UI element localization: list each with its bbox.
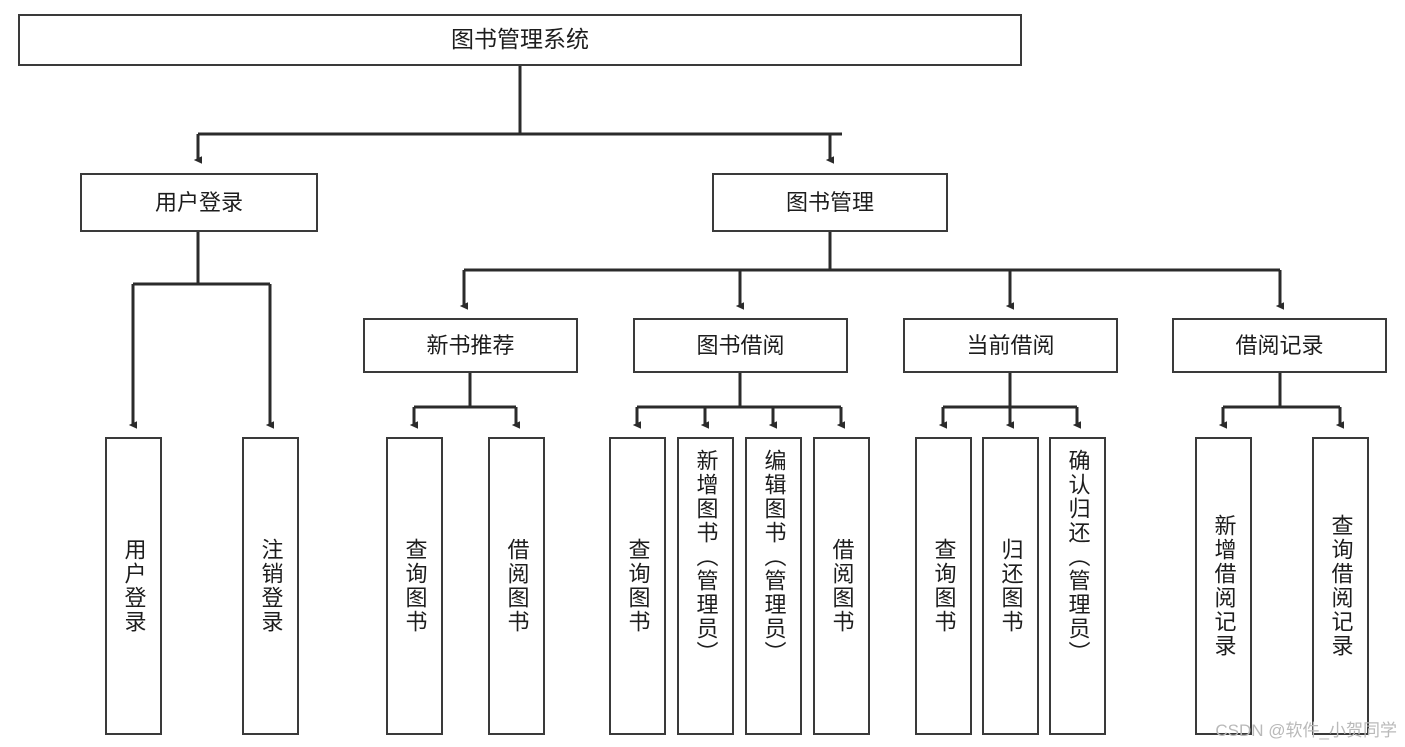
node-label: 归还图书 <box>998 538 1024 634</box>
leaf-record-query-borrow-record[interactable]: 查询借阅记录 <box>1312 437 1369 735</box>
node-label: 新书推荐 <box>426 332 515 358</box>
node-label: 图书借阅 <box>696 332 785 358</box>
node-label: 借阅图书 <box>829 538 855 634</box>
node-borrowing-record[interactable]: 借阅记录 <box>1172 318 1387 373</box>
node-label: 新增图书（管理员） <box>693 449 719 665</box>
node-user-login[interactable]: 用户登录 <box>80 173 318 232</box>
leaf-current-return-book[interactable]: 归还图书 <box>982 437 1039 735</box>
node-label: 用户登录 <box>154 189 243 215</box>
node-label: 新增借阅记录 <box>1211 514 1237 658</box>
leaf-borrow-borrow-book[interactable]: 借阅图书 <box>813 437 870 735</box>
node-book-management[interactable]: 图书管理 <box>712 173 948 232</box>
node-label: 确认归还（管理员） <box>1065 449 1091 665</box>
node-label: 注销登录 <box>258 538 284 634</box>
node-label: 当前借阅 <box>966 332 1055 358</box>
node-label: 查询图书 <box>931 538 957 634</box>
leaf-borrow-add-book-admin[interactable]: 新增图书（管理员） <box>677 437 734 735</box>
node-label: 图书管理系统 <box>451 26 589 53</box>
node-root-system[interactable]: 图书管理系统 <box>18 14 1022 66</box>
leaf-borrow-query-book[interactable]: 查询图书 <box>609 437 666 735</box>
node-label: 编辑图书（管理员） <box>761 449 787 665</box>
leaf-recommend-query-book[interactable]: 查询图书 <box>386 437 443 735</box>
node-label: 借阅记录 <box>1235 332 1324 358</box>
leaf-record-add-borrow-record[interactable]: 新增借阅记录 <box>1195 437 1252 735</box>
csdn-watermark: CSDN @软件_小贺同学 <box>1215 721 1397 740</box>
node-new-book-recommendation[interactable]: 新书推荐 <box>363 318 578 373</box>
node-label: 图书管理 <box>785 189 874 215</box>
leaf-user-login[interactable]: 用户登录 <box>105 437 162 735</box>
leaf-current-query-book[interactable]: 查询图书 <box>915 437 972 735</box>
leaf-current-confirm-return-admin[interactable]: 确认归还（管理员） <box>1049 437 1106 735</box>
node-book-borrowing[interactable]: 图书借阅 <box>633 318 848 373</box>
node-label: 借阅图书 <box>504 538 530 634</box>
node-label: 查询图书 <box>625 538 651 634</box>
leaf-borrow-edit-book-admin[interactable]: 编辑图书（管理员） <box>745 437 802 735</box>
leaf-logout[interactable]: 注销登录 <box>242 437 299 735</box>
leaf-recommend-borrow-book[interactable]: 借阅图书 <box>488 437 545 735</box>
node-label: 用户登录 <box>121 538 147 634</box>
node-current-borrowing[interactable]: 当前借阅 <box>903 318 1118 373</box>
node-label: 查询借阅记录 <box>1328 514 1354 658</box>
node-label: 查询图书 <box>402 538 428 634</box>
